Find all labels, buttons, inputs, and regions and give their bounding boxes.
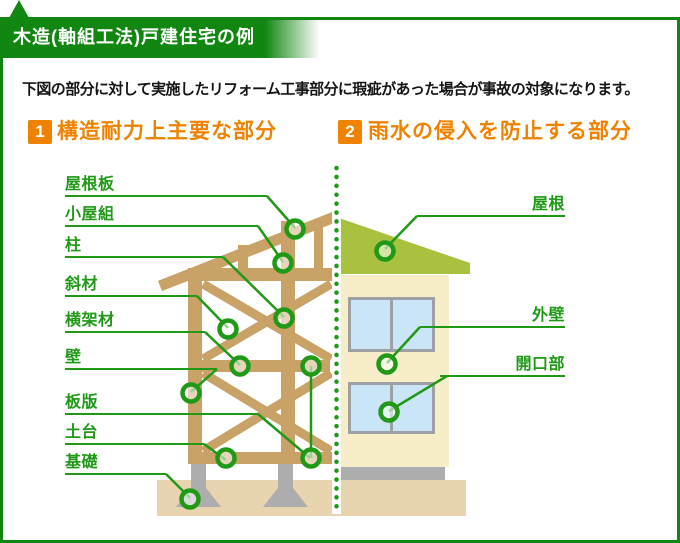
section1-number-badge: 1	[28, 120, 52, 144]
marker-sill	[215, 447, 237, 469]
footing-right	[263, 462, 308, 507]
label-sill: 土台	[65, 423, 204, 445]
marker-horizontal-beam	[229, 355, 251, 377]
description-text: 下図の部分に対して実施したリフォーム工事部分に瑕疵があった場合が事故の対象になり…	[22, 81, 639, 98]
label-roof-truss: 小屋組	[65, 205, 258, 227]
label-foundation: 基礎	[65, 453, 166, 475]
truss-post	[314, 219, 323, 272]
brace-lower	[200, 369, 334, 455]
marker-opening	[378, 401, 400, 423]
label-wall: 壁	[65, 348, 217, 370]
marker-wall	[180, 382, 202, 404]
label-roof: 屋根	[417, 195, 565, 217]
section1-heading: 構造耐力上主要な部分	[57, 120, 277, 143]
bubble-tail-icon	[9, 0, 29, 18]
marker-roof-truss	[272, 252, 294, 274]
house-base	[338, 467, 445, 480]
brace-upper	[200, 280, 334, 363]
marker-foundation	[179, 488, 201, 510]
marker-roof	[374, 240, 396, 262]
markers	[179, 218, 400, 510]
rafter	[157, 210, 340, 292]
page-title: 木造(軸組工法)戸建住宅の例	[13, 27, 255, 47]
marker-roof-board	[284, 218, 306, 240]
label-outer-wall: 外壁	[420, 306, 565, 328]
label-diagonal-brace: 斜材	[65, 275, 197, 297]
marker-diagonal-brace	[217, 318, 239, 340]
section2-heading: 雨水の侵入を防止する部分	[368, 120, 632, 143]
marker-pillar	[273, 307, 295, 329]
title-banner: 木造(軸組工法)戸建住宅の例	[0, 17, 680, 58]
label-pillar: 柱	[65, 236, 223, 258]
middle-beam	[188, 360, 330, 372]
section2-number-badge: 2	[338, 120, 362, 144]
marker-floor-slab-upper	[300, 355, 322, 377]
label-opening: 開口部	[440, 355, 565, 377]
window-upper	[348, 297, 435, 352]
label-roof-board: 屋根板	[65, 175, 267, 197]
marker-outer-wall	[376, 353, 398, 375]
house-roof	[336, 217, 470, 274]
marker-floor-slab-lower	[300, 447, 322, 469]
top-plate-beam	[188, 268, 336, 281]
label-horizontal-beam: 横架材	[65, 311, 205, 333]
label-floor-slab: 板版	[65, 393, 258, 415]
